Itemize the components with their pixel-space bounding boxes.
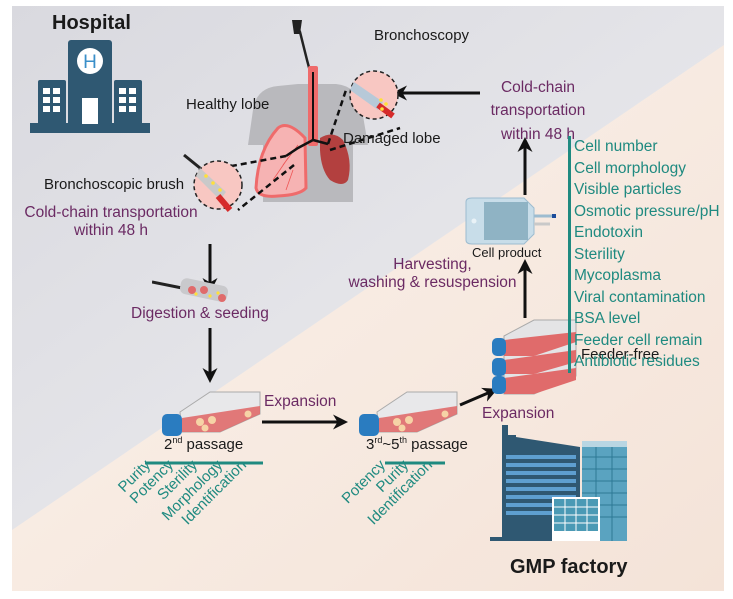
cell-product-label: Cell product xyxy=(472,245,542,260)
hospital-sign-letter: H xyxy=(83,52,97,73)
transport-back-label: Cold-chain transportation within 48 h xyxy=(478,76,598,146)
stacked-flasks-icon xyxy=(492,319,577,395)
arrow-expansion-2 xyxy=(459,387,498,407)
qc-item: Feeder cell remain xyxy=(574,331,703,349)
qc-item: Visible particles xyxy=(574,181,682,198)
bronchoscopy-inset xyxy=(349,70,399,120)
expansion-label-2: Expansion xyxy=(482,405,555,422)
healthy-lobe xyxy=(254,124,308,198)
lung-illustration xyxy=(183,20,401,212)
cell-product-qc-list: Cell number Cell morphology Visible part… xyxy=(568,136,720,373)
factory-building-icon xyxy=(490,425,627,541)
passage-range-tilde: ~ xyxy=(382,436,392,453)
brush-inset xyxy=(183,153,243,212)
qc-item: Cell number xyxy=(574,138,658,155)
passage-2-text: passage xyxy=(182,436,244,453)
brush-label: Bronchoscopic brush xyxy=(44,176,185,193)
transport-down-line1: Cold-chain transportation xyxy=(24,204,198,221)
passage-3-number: 3 xyxy=(366,436,375,453)
qc-item: Cell morphology xyxy=(574,159,686,177)
expansion-label-1: Expansion xyxy=(264,393,337,410)
passage-5-number: 5 xyxy=(391,436,400,453)
cell-product-bag-icon xyxy=(465,197,556,245)
healthy-lobe-label: Healthy lobe xyxy=(186,96,270,113)
transport-back-line3: within 48 h xyxy=(500,125,576,143)
harvest-line1: Harvesting, xyxy=(393,256,472,273)
passage-5-suffix: th xyxy=(399,435,407,445)
qc-item: Endotoxin xyxy=(574,224,643,241)
harvest-line2: washing & resuspension xyxy=(348,273,517,291)
qc-item: BSA level xyxy=(574,310,641,327)
flask-passage-2-icon xyxy=(162,391,261,436)
hospital-zone xyxy=(12,6,724,530)
passage-2-number: 2 xyxy=(164,436,173,453)
passage-3-suffix: rd xyxy=(374,435,383,445)
passage-2-suffix: nd xyxy=(172,435,183,445)
transport-back-line2: transportation xyxy=(490,102,586,120)
qc-item: Viral contamination xyxy=(574,288,706,306)
hospital-building-icon: H xyxy=(30,40,150,133)
transport-down-label: Cold-chain transportation within 48 h xyxy=(20,204,202,240)
passage-3-5-text: passage xyxy=(406,436,468,453)
bronchoscopy-label: Bronchoscopy xyxy=(374,27,470,44)
transport-down-line2: within 48 h xyxy=(73,221,149,239)
damaged-lobe-label: Damaged lobe xyxy=(343,130,441,147)
factory-title: GMP factory xyxy=(510,556,628,578)
passage-3-5-label: 3rd~5th passage xyxy=(366,435,468,454)
qc-item: Osmotic pressure/pH xyxy=(574,202,720,220)
qc-item: Antibiotic residues xyxy=(574,353,700,370)
feeder-free-label: Feeder-free xyxy=(581,346,660,363)
flask-passage-3-5-icon xyxy=(359,391,458,436)
qc-item: Sterility xyxy=(574,245,625,263)
transport-back-line1: Cold-chain xyxy=(500,79,576,96)
harvest-label: Harvesting, washing & resuspension xyxy=(345,256,520,292)
hospital-title: Hospital xyxy=(52,12,131,34)
digestion-label: Digestion & seeding xyxy=(131,305,269,322)
passage-2-label: 2nd passage xyxy=(164,435,244,454)
brush-tube-icon xyxy=(152,278,229,302)
qc-item: Mycoplasma xyxy=(574,267,661,284)
